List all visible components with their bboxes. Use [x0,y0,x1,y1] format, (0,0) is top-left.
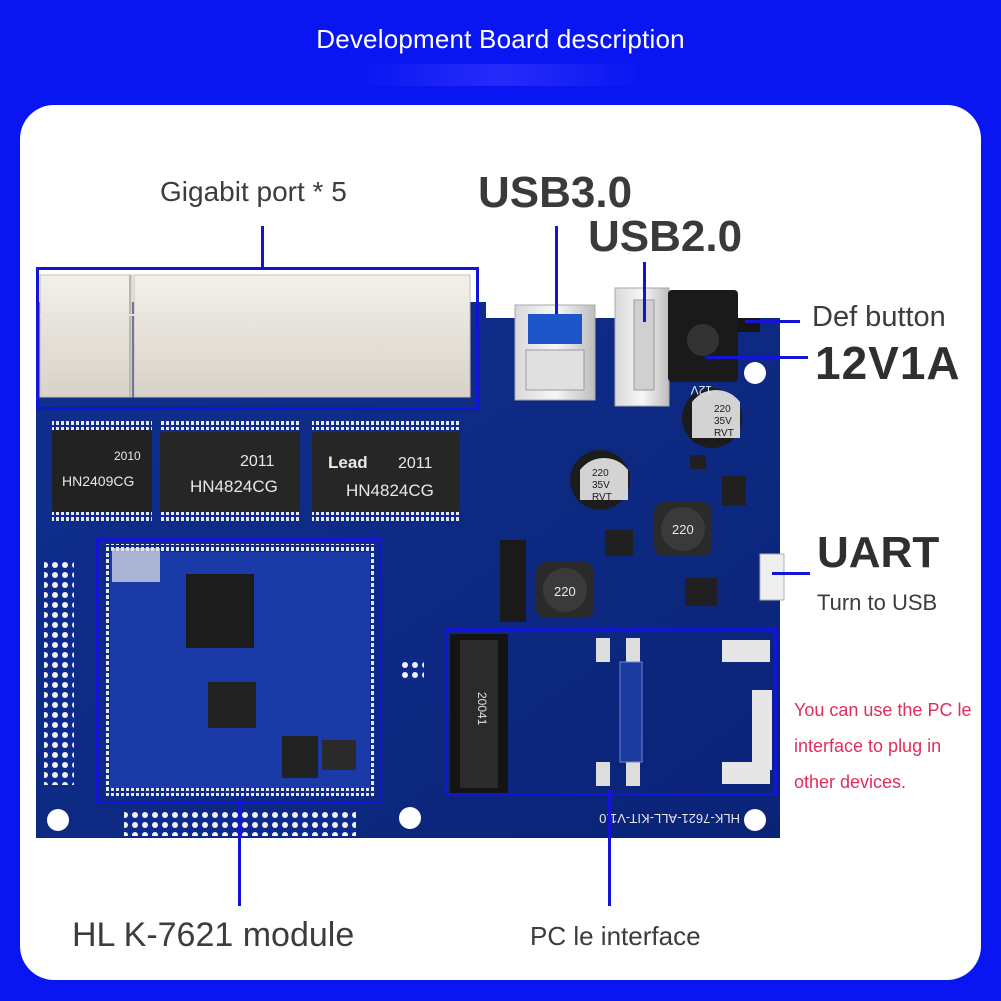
small-ics [605,455,746,606]
chip3-code: 2011 [398,455,433,472]
uart-connector [759,553,785,601]
ethernet-transformers [52,420,460,522]
uart-label: UART [817,528,940,577]
chip3-brand: Lead [328,453,368,472]
pcie-interface-label: PC le interface [530,921,701,951]
power-callout-line [705,356,808,359]
usb2-port [614,287,670,407]
module-callout-line [238,798,241,906]
power-mark: 12V [691,383,712,397]
cap1-volt: 35V [592,480,610,491]
inductors [536,502,712,618]
header-subtitle-blur [360,64,640,86]
usb3-port [514,304,596,401]
inductor1-value: 220 [672,522,694,537]
gigabit-callout-line [261,226,264,268]
chip1-part: HN2409CG [62,473,134,489]
chip2-code: 2011 [240,453,275,470]
ethernet-jacks [39,274,471,398]
page-title: Development Board description [316,24,685,54]
cap2-volt: 35V [714,416,732,427]
def-button-callout-line [745,320,800,323]
pcie-callout-line [608,790,611,906]
chip1-code: 2010 [114,449,141,463]
cap2-type: RVT [714,428,734,439]
gpio-header [500,540,526,622]
dc-jack [668,290,760,382]
module-callout-box [96,538,382,804]
mounting-holes [47,362,766,831]
def-button-label: Def button [812,301,946,333]
slot-label: 20041 [475,692,489,726]
left-pin-header [44,560,74,785]
usb2-label: USB2.0 [588,212,743,261]
cap1-type: RVT [592,492,612,503]
usb3-label: USB3.0 [478,168,633,217]
pcie-slot [450,634,772,794]
turn-to-usb-label: Turn to USB [817,590,938,615]
uart-callout-line [772,572,810,575]
cap1-value: 220 [592,468,609,479]
board-name: HLK-7621-ALL-KIT-V1.0 [599,811,740,826]
pcie-note-label: You can use the PC le interface to plug … [794,700,972,792]
usb3-callout-line [555,226,558,314]
cap2-value: 220 [714,404,731,415]
inductor2-value: 220 [554,584,576,599]
jumper-pins [402,658,424,680]
chip3-part: HN4824CG [346,481,434,500]
gigabit-port-label: Gigabit port * 5 [160,176,347,207]
usb2-callout-line [643,262,646,322]
module-label: HL K-7621 module [72,916,355,954]
pcie-callout-box [445,628,777,796]
hlk-7621-module-board [104,544,376,796]
gigabit-callout-box [36,267,479,410]
chip2-part: HN4824CG [190,477,278,496]
power-label: 12V1A [815,337,961,389]
capacitors [570,388,742,510]
